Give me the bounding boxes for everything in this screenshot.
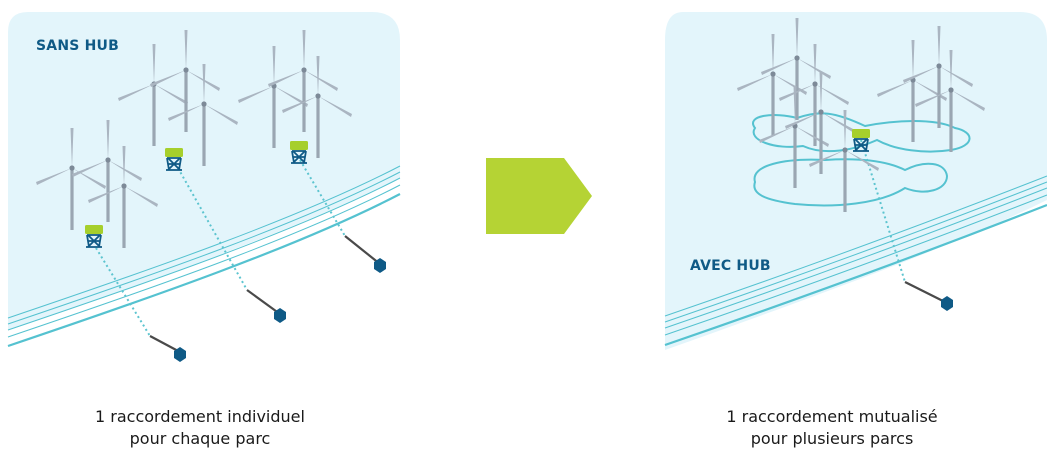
land-cables [149,235,381,353]
panel-without-hub: SANS HUB [0,0,420,380]
shared-land-cable [904,281,946,303]
caption-line: 1 raccordement individuel [95,407,305,426]
sea-area [665,12,1047,350]
label-with-hub: AVEC HUB [690,258,771,274]
caption-line: 1 raccordement mutualisé [726,407,938,426]
panel-with-hub: AVEC HUB [655,0,1047,380]
label-without-hub: SANS HUB [36,38,119,54]
offshore-scene-with-hub [664,12,1047,350]
arrow-right-icon [486,158,592,234]
caption-with-hub: 1 raccordement mutualisé pour plusieurs … [672,406,992,450]
sea-cables [95,159,346,337]
coastline [664,175,1047,347]
offshore-scene-without-hub [7,12,401,362]
grid-connection-icon [941,296,953,311]
caption-line: pour chaque parc [129,429,271,448]
caption-without-hub: 1 raccordement individuel pour chaque pa… [40,406,360,450]
wind-farm-zones [752,112,971,207]
coastline [7,165,401,348]
sea-area [8,12,400,330]
caption-line: pour plusieurs parcs [750,429,914,448]
